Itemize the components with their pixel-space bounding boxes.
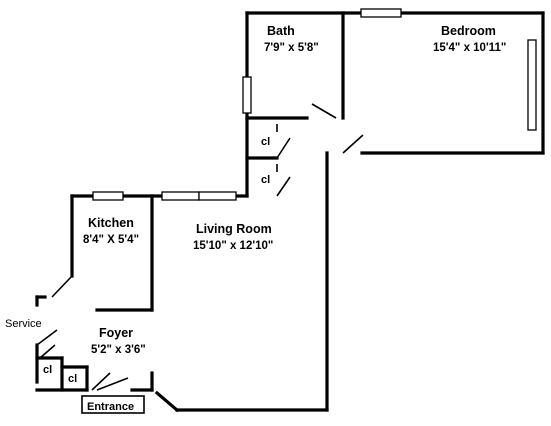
window-living-b <box>198 191 237 201</box>
closet-label-foyer-a: cl <box>43 364 52 376</box>
entrance-box <box>81 395 145 414</box>
window-bath-left <box>242 76 252 114</box>
closet-label-foyer-b: cl <box>68 373 77 385</box>
door-closet-lower <box>276 176 291 197</box>
door-bath <box>311 103 337 119</box>
closet-label-lower: cl <box>261 174 270 186</box>
bath-name: Bath <box>267 24 295 38</box>
kitchen-name: Kitchen <box>88 216 134 230</box>
service-label: Service <box>5 318 42 330</box>
window-bedroom-top <box>360 8 402 18</box>
door-service-lower <box>36 329 58 346</box>
wall-entry-angle <box>154 390 180 413</box>
window-living-a <box>161 191 200 201</box>
door-kitchen-service <box>51 275 73 298</box>
living-room-dims: 15'10" x 12'10" <box>193 240 273 252</box>
bedroom-name: Bedroom <box>441 24 496 38</box>
foyer-name: Foyer <box>99 326 133 340</box>
door-entrance-a <box>91 372 111 391</box>
closet-label-upper: cl <box>261 136 270 148</box>
foyer-dims: 5'2" x 3'6" <box>91 344 146 356</box>
door-closet-upper <box>276 137 291 159</box>
entrance-label: Entrance <box>87 401 134 413</box>
door-closet-foyer <box>39 344 56 359</box>
door-bedroom <box>342 134 364 154</box>
bath-dims: 7'9" x 5'8" <box>264 42 319 54</box>
living-room-name: Living Room <box>196 222 272 236</box>
window-kitchen <box>92 191 124 201</box>
window-bedroom-right <box>527 39 537 131</box>
door-entrance-b <box>96 377 129 391</box>
kitchen-dims: 8'4" X 5'4" <box>83 234 139 246</box>
bedroom-dims: 15'4" x 10'11" <box>433 42 506 54</box>
